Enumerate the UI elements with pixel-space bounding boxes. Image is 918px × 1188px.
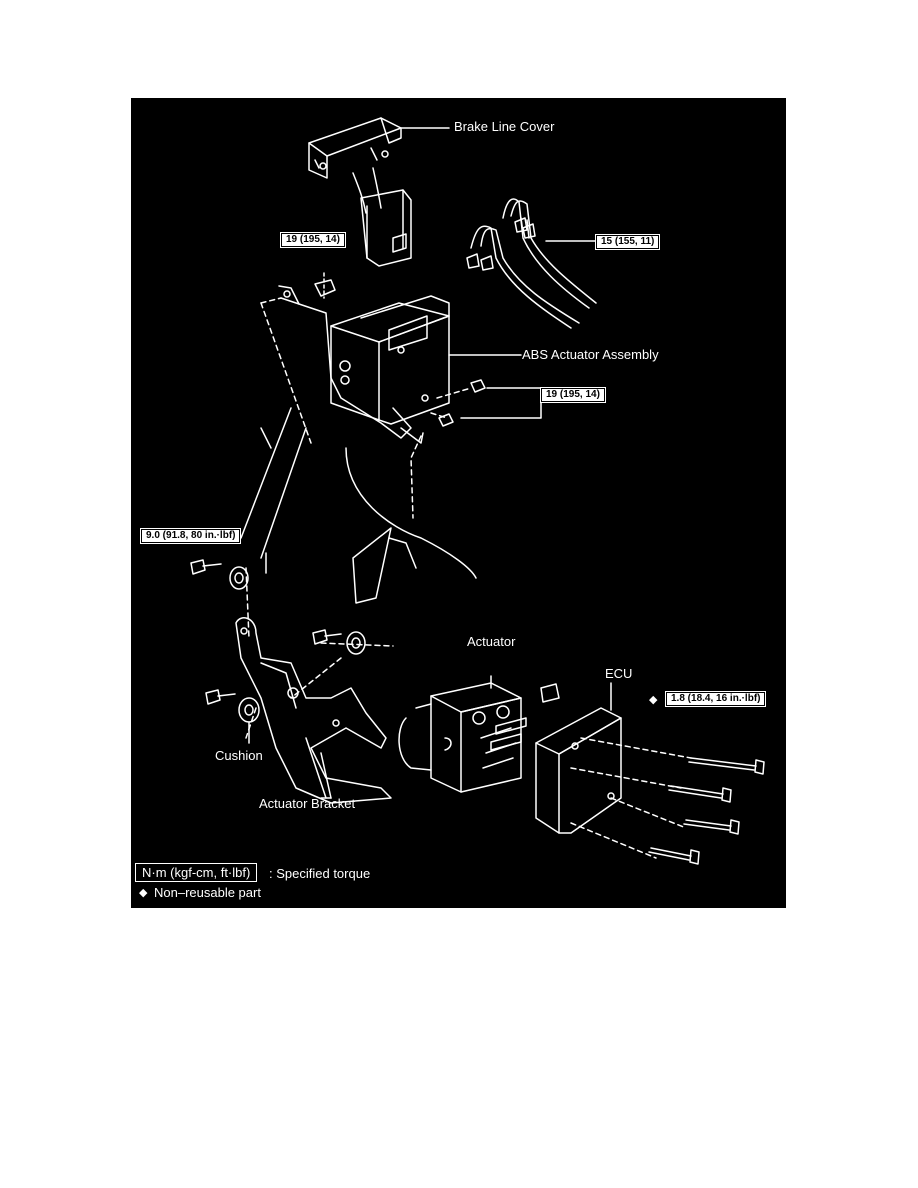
ecu-part [535,707,622,834]
cushion-label: Cushion [215,748,263,763]
diagram-panel: Brake Line Cover ABS Actuator Assembly A… [131,98,786,908]
torque-box-bolt-top: 19 (195, 14) [280,232,346,248]
guide-lines [245,297,692,859]
torque-box-brake-lines: 15 (155, 11) [594,234,661,250]
ecu-label: ECU [605,666,633,681]
legend-diamond-icon: ◆ [139,887,148,899]
non-reusable-marker-icon: ◆ [649,694,658,706]
brake-lines-part [466,198,597,329]
abs-actuator-assembly-label: ABS Actuator Assembly [522,347,659,362]
actuator-label: Actuator [467,634,516,649]
ecu-screws-part [648,757,765,865]
legend-non-reusable: Non–reusable part [154,885,261,900]
bolt-top-part [314,272,336,299]
bracket-bolts-part [190,559,366,723]
nuts-part [438,379,486,427]
actuator-bracket-label: Actuator Bracket [259,796,356,811]
abs-actuator-assembly-part [278,285,450,444]
torque-box-ecu-screws: 1.8 (18.4, 16 in.·lbf) [664,691,767,707]
connector-part [352,167,412,267]
legend-specified-torque: : Specified torque [269,866,371,881]
torque-box-bracket-bolts: 9.0 (91.8, 80 in.·lbf) [139,528,242,544]
brake-line-cover-label: Brake Line Cover [454,119,555,134]
actuator-part [398,682,560,793]
brake-line-cover-part [308,117,402,179]
legend-unit-box: N·m (kgf-cm, ft·lbf) [135,863,258,882]
torque-box-bolt-nuts: 19 (195, 14) [540,387,606,403]
leader-lines [248,127,612,799]
vehicle-body-lines [240,407,477,604]
exploded-view-drawing [190,117,765,865]
actuator-bracket-part [235,617,392,804]
